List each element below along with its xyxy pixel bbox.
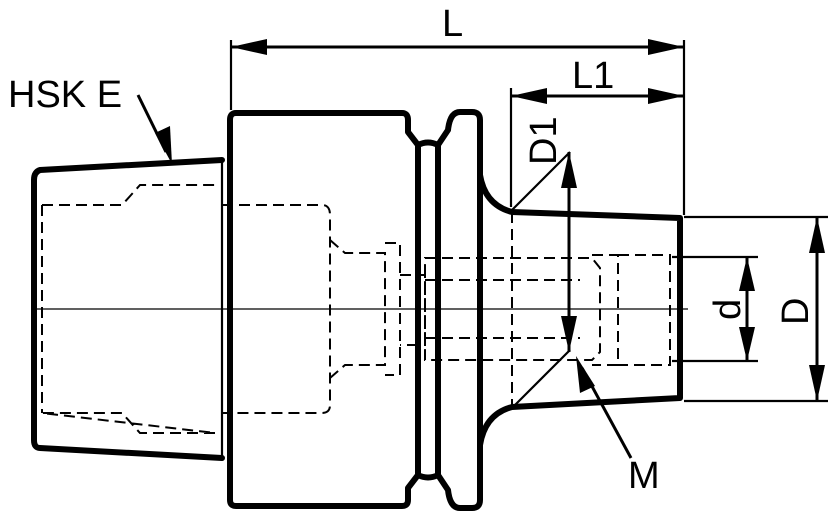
leader-hsk: HSK E [8,74,172,164]
part-outline [31,109,683,511]
dimension-L1: L1 [509,55,684,207]
dimension-L: L [229,3,686,215]
dimension-d: d [672,255,758,363]
dimension-D: D [684,215,828,403]
label-L: L [442,3,463,45]
shank [477,172,683,448]
hidden-lines [41,184,671,434]
collar [435,109,483,511]
leader-M: M [576,356,660,497]
label-hsk: HSK E [8,74,122,116]
flange-body [227,110,421,509]
label-D: D [775,298,817,325]
label-d: d [707,299,749,320]
chamfer-lines [511,151,571,409]
label-D1: D1 [523,116,565,165]
hsk-taper [31,157,225,461]
label-M: M [628,455,660,497]
dimension-D1: D1 [523,116,577,352]
label-L1: L1 [572,55,614,97]
